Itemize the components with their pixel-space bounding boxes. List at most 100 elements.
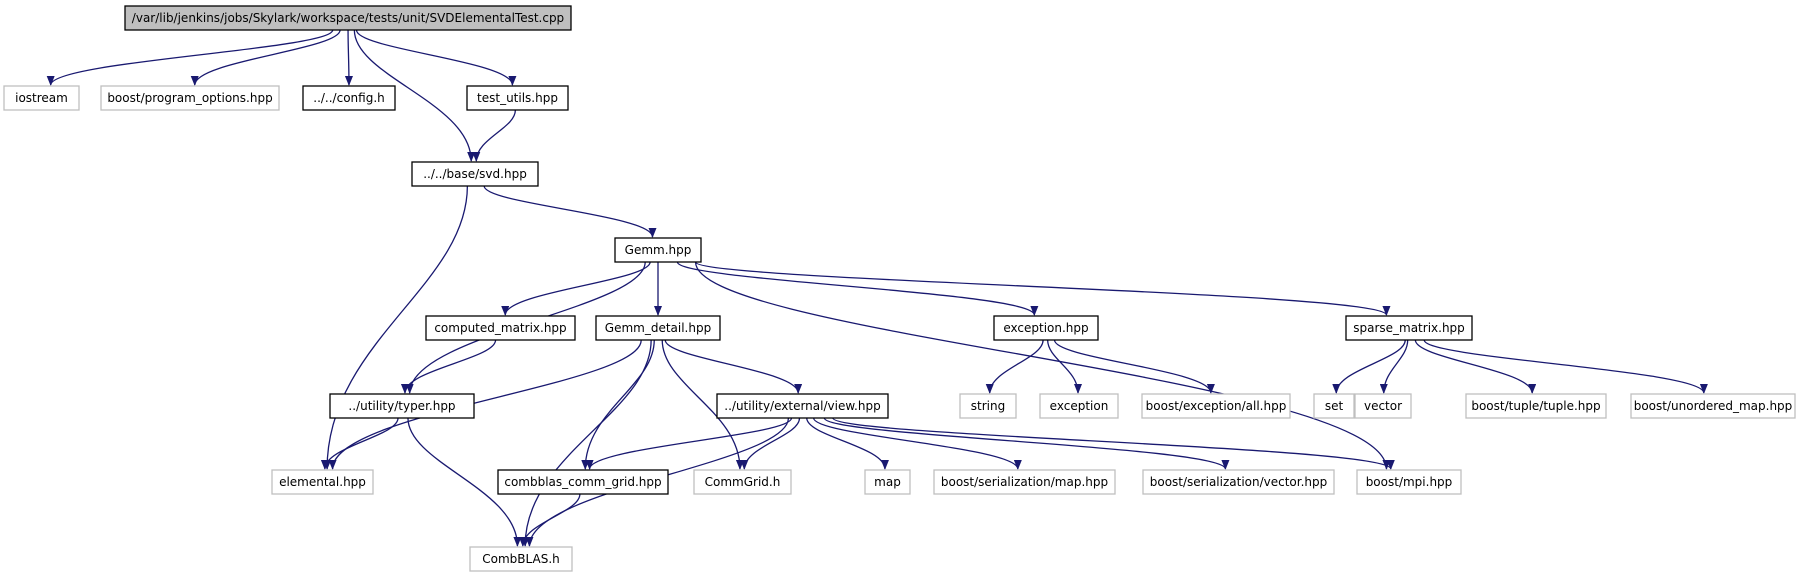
edge-gemm_detail-to-combblas_grid [581, 339, 655, 470]
node-combblas: CombBLAS.h [469, 546, 573, 572]
edge-test_utils-to-svd [472, 109, 517, 162]
node-combblas-grid[interactable]: combblas_comm_grid.hpp [497, 469, 669, 495]
node-box [933, 469, 1116, 495]
node-box [1141, 393, 1291, 419]
edge-gemm_detail-to-commgrid [661, 339, 744, 470]
edge-root-to-svd [353, 29, 476, 162]
node-sparse[interactable]: sparse_matrix.hpp [1345, 315, 1473, 341]
node-box [1313, 393, 1355, 419]
node-typer[interactable]: ../utility/typer.hpp [329, 393, 475, 419]
edge-view-to-combblas_grid [585, 417, 793, 470]
node-boost-umap: boost/unordered_map.hpp [1630, 393, 1796, 419]
edge-exception_hpp-to-string [985, 339, 1044, 394]
node-commgrid: CommGrid.h [693, 469, 792, 495]
node-label: map [874, 475, 901, 489]
edge-gemm_detail-to-combblas [521, 339, 652, 547]
edges-layer [46, 29, 1708, 547]
node-box [716, 393, 889, 419]
node-label: boost/program_options.hpp [107, 91, 272, 105]
node-ser-vector: boost/serialization/vector.hpp [1142, 469, 1335, 495]
node-label: ../../config.h [313, 91, 384, 105]
edge-sparse-to-vector [1379, 339, 1409, 394]
node-gemm[interactable]: Gemm.hpp [614, 237, 702, 263]
node-label: string [971, 399, 1005, 413]
node-box [466, 85, 569, 111]
node-box [614, 237, 702, 263]
node-box [1354, 393, 1412, 419]
node-label: ../../base/svd.hpp [423, 167, 527, 181]
node-label: test_utils.hpp [477, 91, 558, 105]
node-box [271, 469, 374, 495]
node-label: /var/lib/jenkins/jobs/Skylark/workspace/… [132, 11, 564, 25]
node-box [1142, 469, 1335, 495]
edge-root-to-boost_po [190, 29, 341, 86]
node-label: sparse_matrix.hpp [1353, 321, 1465, 335]
node-label: boost/tuple/tuple.hpp [1471, 399, 1600, 413]
node-boost-exc: boost/exception/all.hpp [1141, 393, 1291, 419]
node-computed[interactable]: computed_matrix.hpp [425, 315, 576, 341]
node-box [864, 469, 911, 495]
edge-view-to-ser_vector [823, 417, 1230, 470]
edge-sparse-to-boost_umap [1423, 339, 1708, 394]
node-label: CommGrid.h [705, 475, 781, 489]
node-label: Gemm.hpp [625, 243, 692, 257]
edge-typer-to-elemental [320, 417, 399, 470]
edge-view-to-map [806, 417, 889, 470]
edge-gemm-to-exception_hpp [676, 261, 1039, 316]
node-svd[interactable]: ../../base/svd.hpp [411, 161, 539, 187]
node-root[interactable]: /var/lib/jenkins/jobs/Skylark/workspace/… [124, 5, 572, 31]
node-ser-map: boost/serialization/map.hpp [933, 469, 1116, 495]
node-box [411, 161, 539, 187]
edge-sparse-to-boost_tuple [1414, 339, 1537, 394]
node-boost-mpi: boost/mpi.hpp [1356, 469, 1462, 495]
node-label: set [1325, 399, 1344, 413]
node-label: iostream [15, 91, 68, 105]
edge-gemm-to-sparse [694, 261, 1391, 316]
edge-sparse-to-set [1332, 339, 1406, 394]
node-box [959, 393, 1017, 419]
node-label: CombBLAS.h [482, 552, 559, 566]
node-box [124, 5, 572, 31]
node-exception-hpp[interactable]: exception.hpp [993, 315, 1099, 341]
edge-exception_hpp-to-exception [1047, 339, 1082, 394]
node-label: vector [1364, 399, 1402, 413]
node-view[interactable]: ../utility/external/view.hpp [716, 393, 889, 419]
edge-view-to-ser_map [812, 417, 1022, 470]
node-string: string [959, 393, 1017, 419]
node-box [1465, 393, 1607, 419]
edge-typer-to-combblas [407, 417, 522, 547]
node-box [425, 315, 576, 341]
node-label: ../utility/external/view.hpp [724, 399, 880, 413]
node-label: exception [1050, 399, 1109, 413]
node-box [302, 85, 396, 111]
node-box [497, 469, 669, 495]
node-vector: vector [1354, 393, 1412, 419]
edge-svd-to-gemm [483, 185, 657, 238]
edge-root-to-test_utils [355, 29, 517, 86]
node-label: boost/unordered_map.hpp [1634, 399, 1793, 413]
node-test-utils[interactable]: test_utils.hpp [466, 85, 569, 111]
node-label: boost/mpi.hpp [1366, 475, 1453, 489]
node-box [993, 315, 1099, 341]
node-label: elemental.hpp [279, 475, 366, 489]
node-box [469, 546, 573, 572]
node-label: combblas_comm_grid.hpp [504, 475, 661, 489]
edge-gemm_detail-to-view [664, 339, 803, 394]
node-boost-tuple: boost/tuple/tuple.hpp [1465, 393, 1607, 419]
node-label: computed_matrix.hpp [434, 321, 566, 335]
edge-gemm-to-boost_mpi [694, 261, 1391, 470]
node-box [1630, 393, 1796, 419]
node-box [693, 469, 792, 495]
node-set: set [1313, 393, 1355, 419]
edge-svd-to-elemental [323, 185, 469, 470]
node-map: map [864, 469, 911, 495]
edge-gemm_detail-to-elemental [328, 339, 642, 470]
edge-gemm-to-computed [501, 261, 651, 316]
edge-view-to-boost_mpi [832, 417, 1395, 470]
node-box [1039, 393, 1119, 419]
node-exception: exception [1039, 393, 1119, 419]
node-config[interactable]: ../../config.h [302, 85, 396, 111]
node-box [595, 315, 721, 341]
node-gemm-detail[interactable]: Gemm_detail.hpp [595, 315, 721, 341]
